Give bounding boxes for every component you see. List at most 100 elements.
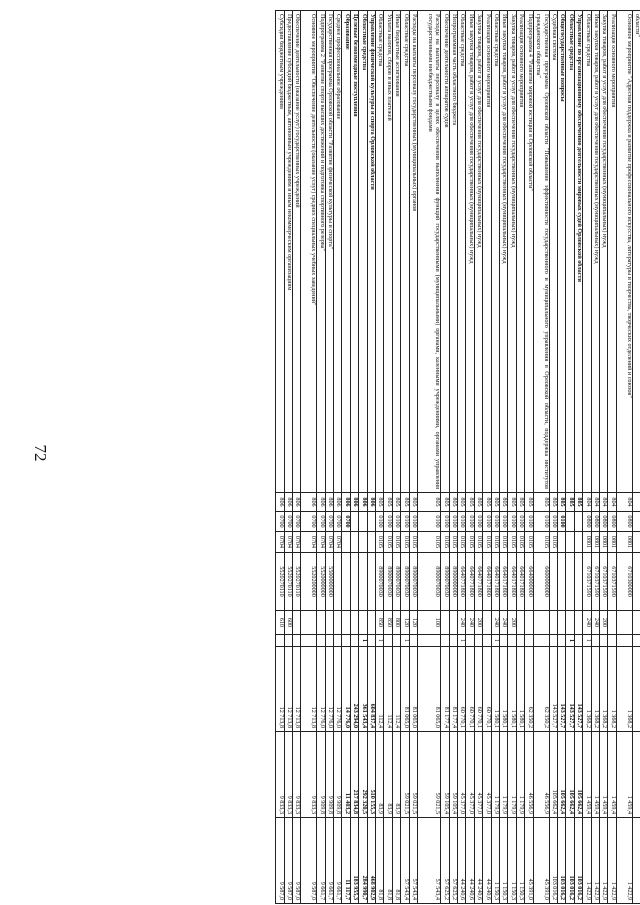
target-article-code: 8900070030 (392, 552, 401, 611)
amount-year-3: 1 150,3 (516, 817, 525, 904)
subsection-code: 0105 (507, 531, 517, 553)
target-article-code (574, 552, 583, 611)
amount-year-2: 1 459,4 (632, 731, 640, 818)
amount-year-1: 143 527,7 (574, 646, 583, 732)
ministry-code: 805 (440, 492, 450, 512)
section-code: 0100 (507, 511, 517, 532)
expense-type-code (333, 610, 342, 635)
funding-flag (465, 634, 475, 647)
amount-year-2: 9 833,3 (275, 731, 285, 818)
funding-flag (367, 634, 376, 647)
amount-year-1: 243 294,0 (350, 646, 359, 732)
section-code: 0100 (417, 511, 441, 532)
row-name: Областные средства (565, 10, 575, 493)
amount-year-3: 9 587,0 (284, 817, 293, 904)
amount-year-2: 59 021,5 (409, 731, 418, 818)
ministry-code: 805 (491, 492, 500, 512)
amount-year-2: 1 459,4 (591, 731, 600, 818)
target-article-code (549, 552, 558, 611)
expense-type-code: 240 (591, 610, 600, 635)
section-code: 0700 (275, 511, 285, 532)
row-name: Иные закупки товаров, работ и услуг для … (591, 10, 600, 493)
subsection-code: 0105 (491, 531, 500, 553)
expense-type-code: 240 (491, 610, 500, 635)
ministry-code: 805 (449, 492, 458, 512)
funding-flag (482, 634, 492, 647)
target-article-code: 8900070030 (400, 552, 410, 611)
funding-flag (516, 634, 525, 647)
funding-flag (333, 634, 342, 647)
expense-type-code: 850 (383, 610, 393, 635)
subsection-code: 0105 (449, 531, 458, 553)
section-code (350, 511, 359, 532)
ministry-code: 806 (316, 492, 326, 512)
subsection-code (565, 531, 575, 553)
expense-type-code: 240 (457, 610, 466, 635)
ministry-code: 804 (582, 492, 592, 512)
funding-flag (533, 634, 550, 647)
section-code: 0100 (457, 511, 466, 532)
funding-flag (591, 634, 600, 647)
funding-flag (409, 634, 418, 647)
subsection-code: 0704 (333, 531, 342, 553)
ministry-code: 805 (482, 492, 492, 512)
amount-year-3: 9 661,7 (333, 817, 342, 904)
amount-year-1: 143 527,7 (557, 646, 566, 732)
subsection-code: 0105 (465, 531, 475, 553)
table-row: Основное мероприятие "Обеспечение деятел… (300, 10, 317, 904)
funding-flag (440, 634, 450, 647)
amount-year-3: 9 661,7 (316, 817, 326, 904)
ministry-code: 806 (292, 492, 301, 512)
amount-year-2: 1 179,9 (499, 731, 508, 818)
expense-type-code (449, 610, 458, 635)
target-article-code: 6640771800 (457, 552, 466, 611)
expense-type-code: 120 (409, 610, 418, 635)
amount-year-3: 9 587,0 (300, 817, 317, 904)
expense-type-code (549, 610, 558, 635)
amount-year-1: 81 065,0 (400, 646, 410, 732)
amount-year-1: 143 527,7 (549, 646, 558, 732)
table-row: Расходы на выплаты персоналу в целях обе… (417, 10, 441, 904)
amount-year-2: 292 320,5 (358, 731, 368, 818)
amount-year-2: 9 909,8 (333, 731, 342, 818)
section-code: 0100 (440, 511, 450, 532)
table-row: Государственная программа Орловской обла… (632, 10, 640, 904)
amount-year-2: 45 377,0 (457, 731, 466, 818)
subsection-code (350, 531, 359, 553)
ministry-code: 805 (474, 492, 483, 512)
section-code: 0100 (499, 511, 508, 532)
target-article-code: 5520270110 (292, 552, 301, 611)
ministry-code: 805 (516, 492, 525, 512)
funding-flag (499, 634, 508, 647)
target-article-code: 6710371590 (599, 552, 608, 611)
budget-table-sheet: Иные закупки товаров, работ и услуг для … (84, 10, 640, 904)
amount-year-3: 44 240,6 (482, 817, 492, 904)
table-row: Закупка товаров, работ и услуг для обесп… (507, 10, 517, 904)
funding-flag: 1 (457, 634, 466, 647)
row-name: Областные средства (582, 10, 592, 493)
funding-flag (383, 634, 393, 647)
target-article-code: 5500000000 (325, 552, 334, 611)
amount-year-3: 57 543,4 (400, 817, 410, 904)
funding-flag (507, 634, 517, 647)
amount-year-2: 1 459,4 (616, 731, 633, 818)
target-article-code: 8900070030 (417, 552, 441, 611)
section-code: 0700 (341, 511, 351, 532)
row-name: Государственная программа Орловской обла… (632, 10, 640, 493)
table-row: Обеспечение деятельности аппаратов судов… (440, 10, 450, 904)
ministry-code: 806 (284, 492, 293, 512)
ministry-code: 805 (549, 492, 558, 512)
target-article-code: 5520270110 (284, 552, 293, 611)
amount-year-3: 1 422,9 (632, 817, 640, 904)
ministry-code: 805 (409, 492, 418, 512)
row-name: Подпрограмма 4 "Развитие мировой юстиции… (524, 10, 534, 493)
amount-year-1: 62 350,2 (533, 646, 550, 732)
subsection-code (358, 531, 368, 553)
subsection-code: 0801 (607, 531, 617, 553)
amount-year-2: 46 556,9 (533, 731, 550, 818)
target-article-code: 8900070030 (375, 552, 384, 611)
